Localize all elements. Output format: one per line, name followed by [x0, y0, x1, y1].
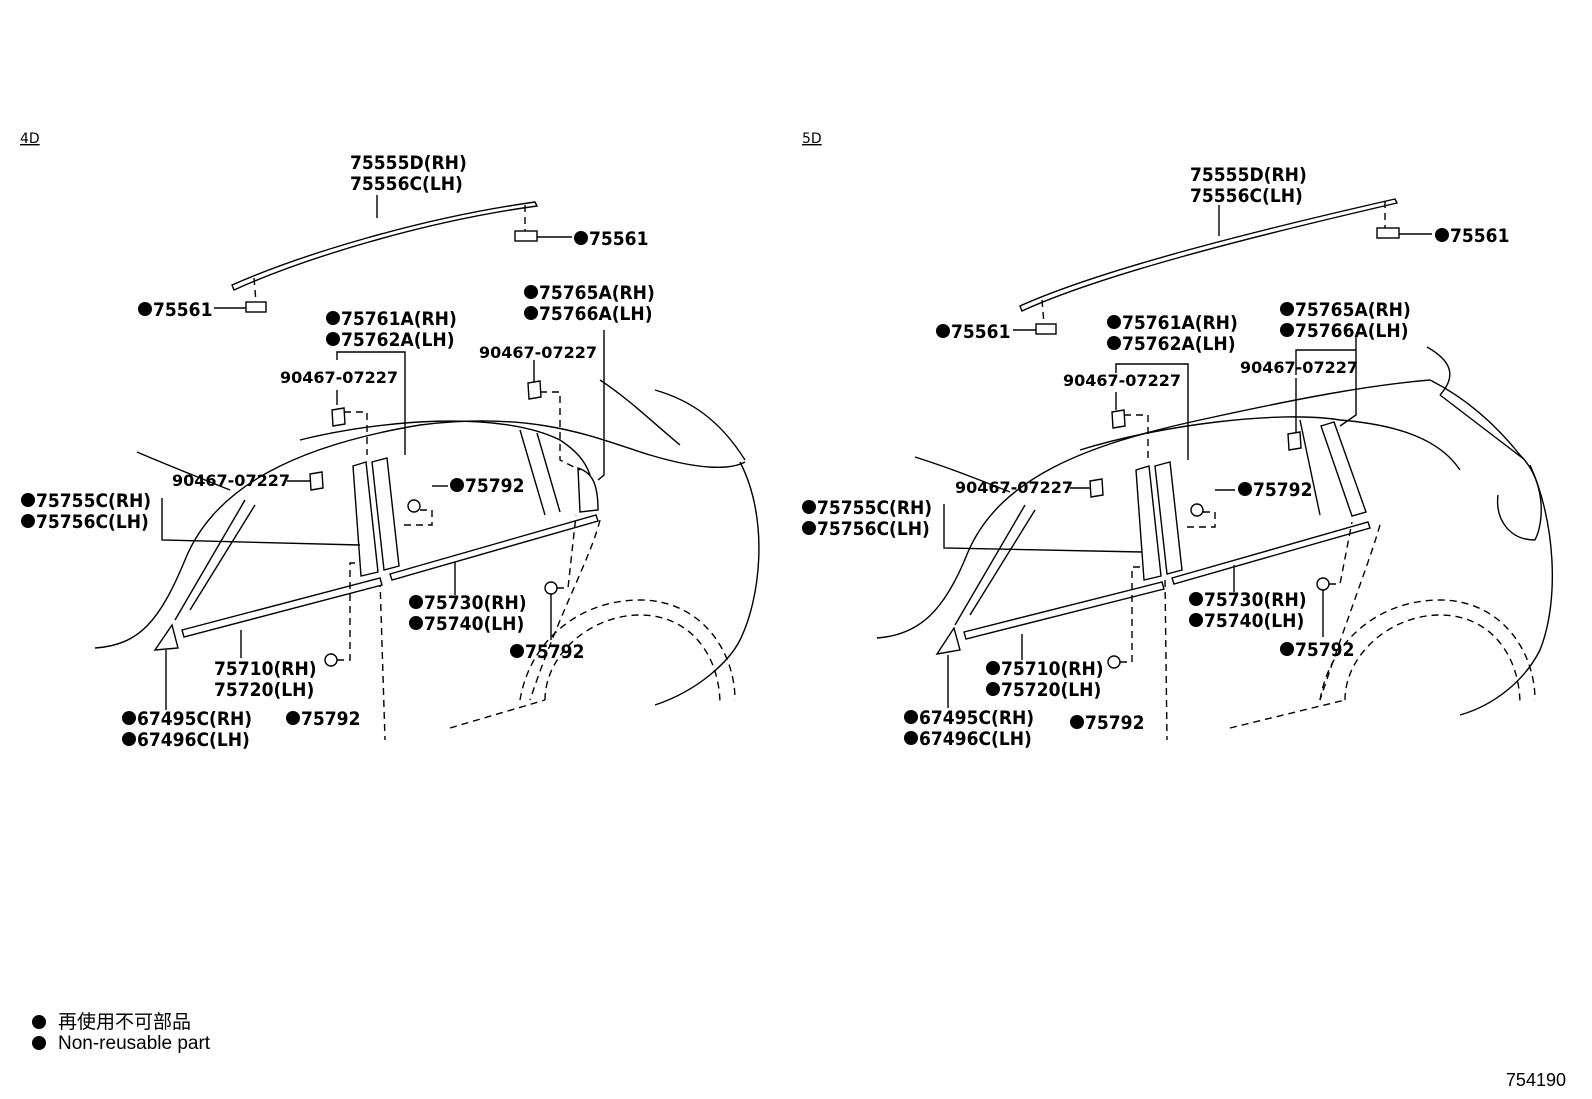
bullet-icon — [32, 1015, 46, 1029]
non-reusable-marker — [326, 332, 340, 346]
non-reusable-marker — [936, 324, 950, 338]
non-reusable-marker — [802, 500, 816, 514]
non-reusable-marker — [409, 616, 423, 630]
non-reusable-marker — [904, 710, 918, 724]
label-75792: 75792 — [525, 641, 584, 663]
section-label-5d: 5D — [802, 131, 822, 147]
label-75762A: 75762A(LH) — [341, 329, 455, 351]
label-75765A: 75765A(RH) — [1295, 299, 1411, 321]
non-reusable-marker — [904, 731, 918, 745]
non-reusable-marker — [122, 732, 136, 746]
non-reusable-marker — [574, 231, 588, 245]
label-75761A: 75761A(RH) — [341, 308, 457, 330]
label-75766A: 75766A(LH) — [539, 303, 653, 325]
non-reusable-marker — [1238, 482, 1252, 496]
label-75766A: 75766A(LH) — [1295, 320, 1409, 342]
non-reusable-marker — [21, 514, 35, 528]
diagram-5d: 5D — [802, 131, 1554, 750]
legend-jp: 再使用不可部品 — [32, 1007, 191, 1034]
non-reusable-marker — [122, 711, 136, 725]
label-75555D: 75555D(RH) — [1190, 164, 1307, 186]
label-75710: 75710(RH) — [1001, 658, 1104, 680]
label-75756C: 75756C(LH) — [36, 511, 149, 533]
label-67495C: 67495C(RH) — [919, 707, 1034, 729]
section-label-4d: 4D — [20, 131, 40, 147]
label-75792: 75792 — [465, 475, 524, 497]
non-reusable-marker — [1189, 613, 1203, 627]
label-75561: 75561 — [1450, 225, 1509, 247]
label-75561: 75561 — [589, 228, 648, 250]
label-75730: 75730(RH) — [424, 592, 527, 614]
bullet-icon — [32, 1036, 46, 1050]
label-75755C: 75755C(RH) — [36, 490, 151, 512]
label-75730: 75730(RH) — [1204, 589, 1307, 611]
non-reusable-marker — [1435, 228, 1449, 242]
label-90467: 90467-07227 — [172, 471, 290, 490]
non-reusable-marker — [1107, 315, 1121, 329]
label-75765A: 75765A(RH) — [539, 282, 655, 304]
non-reusable-marker — [524, 285, 538, 299]
label-90467: 90467-07227 — [280, 368, 398, 387]
non-reusable-marker — [1070, 715, 1084, 729]
label-75792: 75792 — [301, 708, 360, 730]
label-75740: 75740(LH) — [1204, 610, 1304, 632]
label-67495C: 67495C(RH) — [137, 708, 252, 730]
label-75561: 75561 — [153, 299, 212, 321]
legend-en: Non-reusable part — [32, 1033, 210, 1055]
label-75561: 75561 — [951, 321, 1010, 343]
label-75756C: 75756C(LH) — [817, 518, 930, 540]
label-75792: 75792 — [1085, 712, 1144, 734]
label-75556C: 75556C(LH) — [1190, 185, 1303, 207]
non-reusable-marker — [1280, 323, 1294, 337]
label-75720: 75720(LH) — [1001, 679, 1101, 701]
non-reusable-marker — [1280, 642, 1294, 656]
legend-en-text: Non-reusable part — [58, 1033, 211, 1054]
non-reusable-marker — [326, 311, 340, 325]
non-reusable-marker — [1107, 336, 1121, 350]
non-reusable-marker — [286, 711, 300, 725]
label-75556C: 75556C(LH) — [350, 173, 463, 195]
label-75555D: 75555D(RH) — [350, 152, 467, 174]
label-75740: 75740(LH) — [424, 613, 524, 635]
label-67496C: 67496C(LH) — [137, 729, 250, 751]
non-reusable-marker — [21, 493, 35, 507]
non-reusable-marker — [510, 644, 524, 658]
label-90467: 90467-07227 — [1240, 358, 1358, 377]
label-75720: 75720(LH) — [214, 679, 314, 701]
label-67496C: 67496C(LH) — [919, 728, 1032, 750]
non-reusable-marker — [138, 302, 152, 316]
label-75792: 75792 — [1253, 479, 1312, 501]
label-90467: 90467-07227 — [1063, 371, 1181, 390]
non-reusable-marker — [986, 682, 1000, 696]
non-reusable-marker — [524, 306, 538, 320]
label-75710: 75710(RH) — [214, 658, 317, 680]
label-90467: 90467-07227 — [955, 478, 1073, 497]
label-75792: 75792 — [1295, 639, 1354, 661]
figure-number: 754190 — [1505, 1070, 1566, 1090]
label-90467: 90467-07227 — [479, 343, 597, 362]
label-75761A: 75761A(RH) — [1122, 312, 1238, 334]
non-reusable-marker — [1280, 302, 1294, 316]
non-reusable-marker — [802, 521, 816, 535]
label-75755C: 75755C(RH) — [817, 497, 932, 519]
non-reusable-marker — [1189, 592, 1203, 606]
label-75762A: 75762A(LH) — [1122, 333, 1236, 355]
non-reusable-marker — [409, 595, 423, 609]
diagram-4d: 4D — [20, 131, 760, 751]
non-reusable-marker — [450, 478, 464, 492]
legend-jp-text: 再使用不可部品 — [58, 1012, 192, 1033]
non-reusable-marker — [986, 661, 1000, 675]
